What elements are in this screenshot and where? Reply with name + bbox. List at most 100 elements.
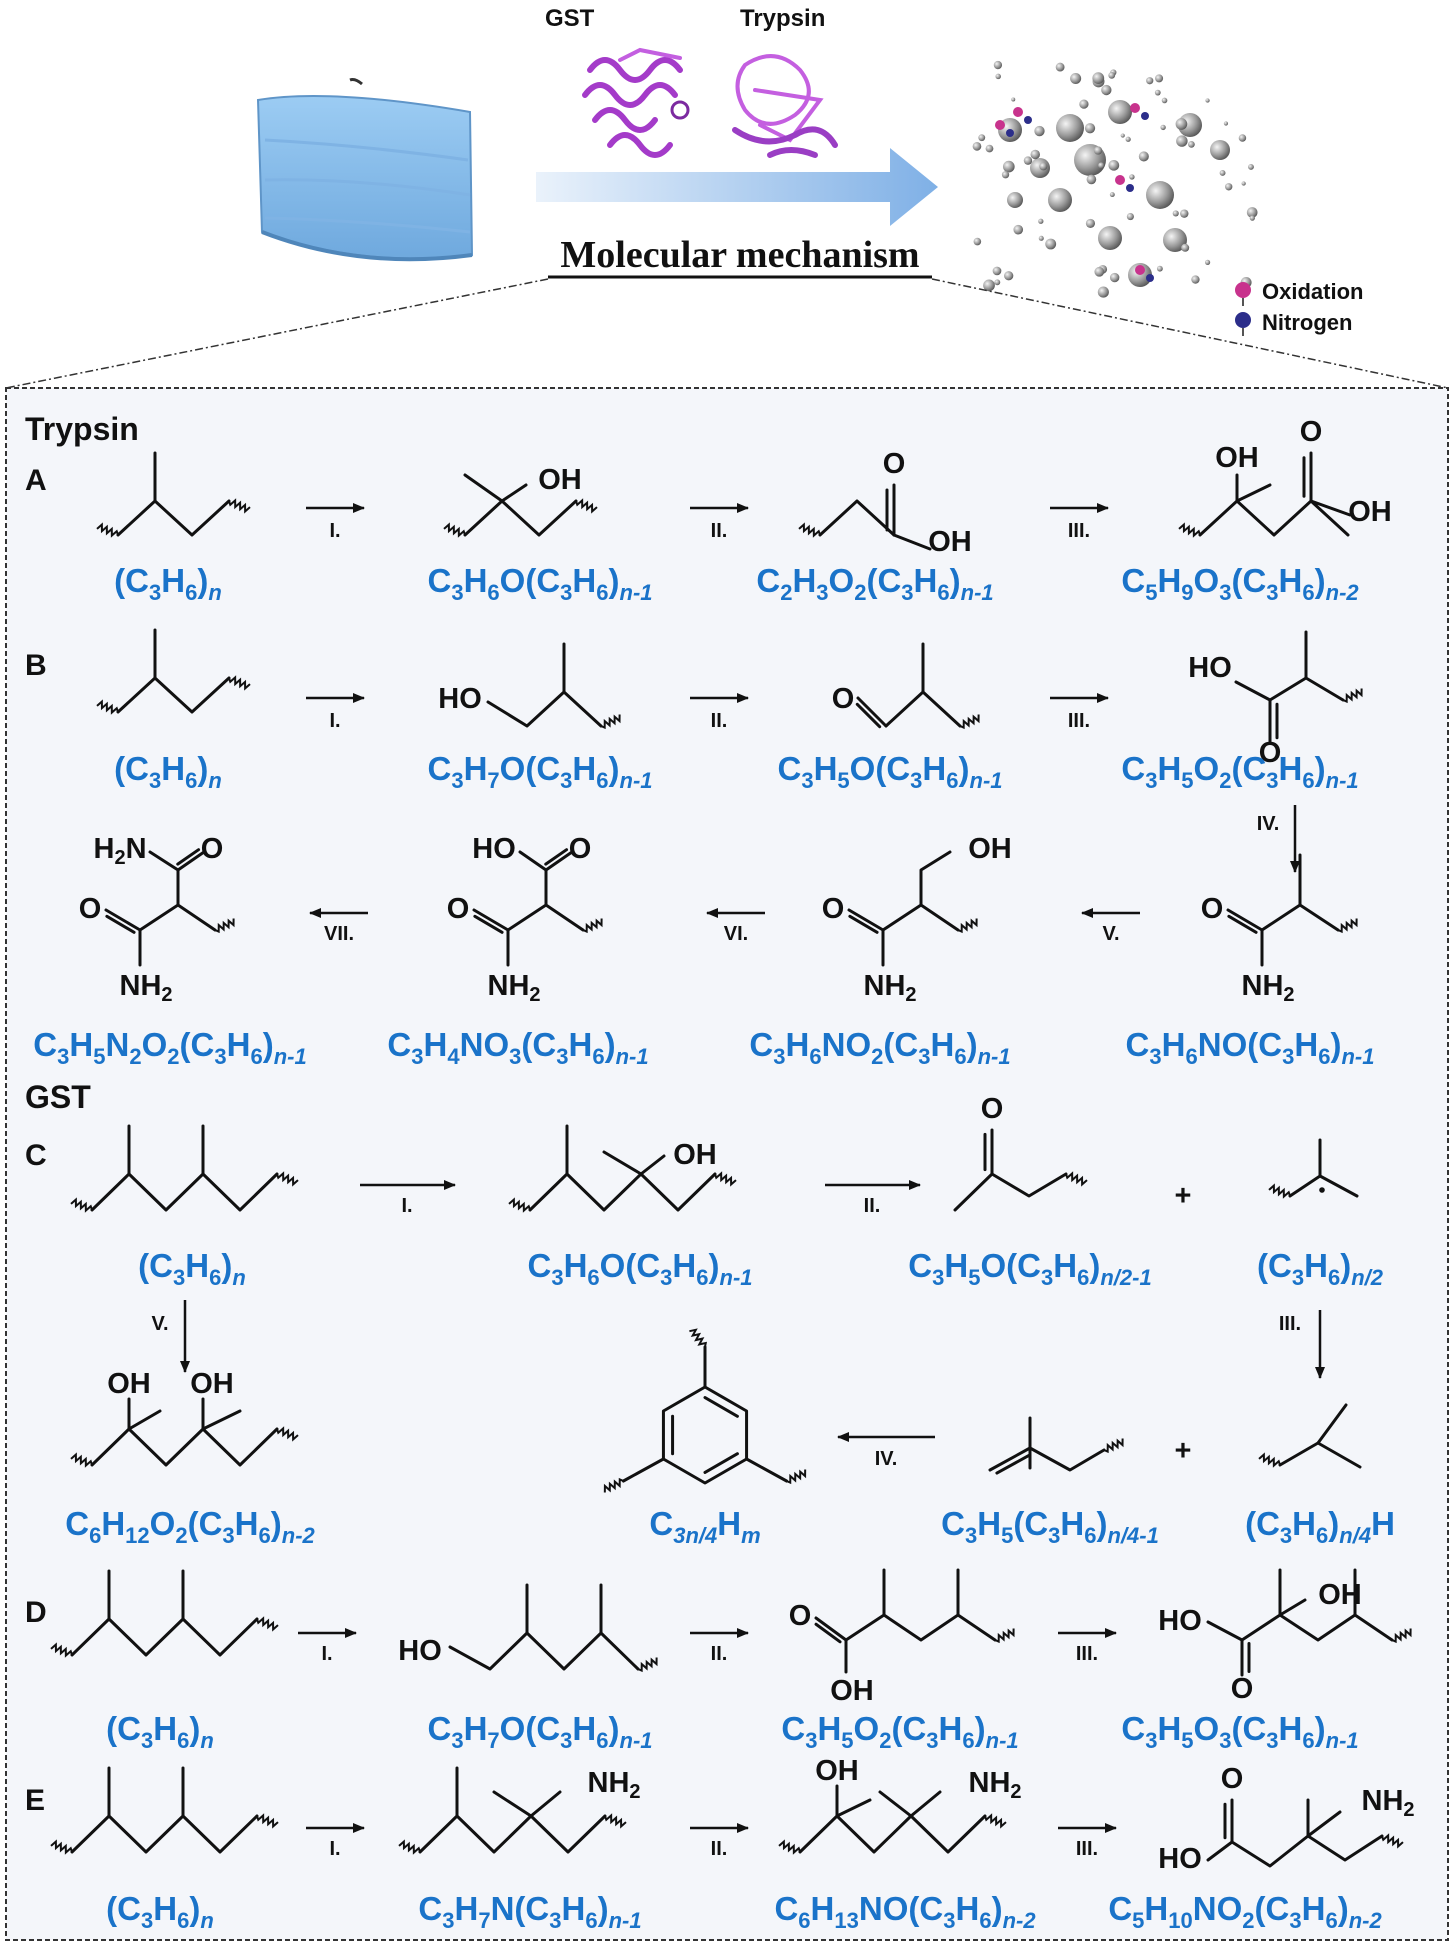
zoom-line-left bbox=[5, 278, 549, 389]
step-label: III. bbox=[1076, 1643, 1098, 1665]
radical-dot bbox=[1319, 1187, 1325, 1193]
bond bbox=[1240, 1613, 1394, 1642]
wavy-bond bbox=[582, 918, 603, 934]
formula-c-4: (C3H6)n/2 bbox=[1257, 1247, 1384, 1290]
formula-c-2: C3H6O(C3H6)n-1 bbox=[527, 1247, 752, 1290]
panel-letter-b: B bbox=[25, 649, 47, 682]
atom-label-oh: OH bbox=[1318, 1579, 1362, 1611]
wavy-bond bbox=[96, 522, 119, 538]
formula-c-3: C3H5O(C3H6)n/2-1 bbox=[908, 1247, 1151, 1290]
panel-letter-c: C bbox=[25, 1139, 47, 1172]
bond bbox=[448, 1631, 640, 1671]
formula-c-6: C3H5(C3H6)n/4-1 bbox=[941, 1505, 1159, 1548]
atom-label-nh2: NH2 bbox=[1241, 970, 1294, 1006]
protein-label-gst: GST bbox=[545, 5, 595, 32]
formula-e-4: C5H10NO2(C3H6)n-2 bbox=[1108, 1890, 1382, 1933]
atom-label-oh: OH bbox=[107, 1368, 151, 1400]
wavy-bond bbox=[1103, 1438, 1124, 1454]
bond bbox=[814, 1616, 848, 1642]
step-label: III. bbox=[1076, 1838, 1098, 1860]
wavy-bond bbox=[70, 1197, 93, 1213]
wavy-bond bbox=[228, 498, 251, 514]
wavy-bond bbox=[276, 1426, 299, 1442]
step-label: V. bbox=[151, 1313, 168, 1335]
panel-letter-a: A bbox=[25, 464, 47, 497]
bond bbox=[602, 1150, 643, 1176]
wavy-bond bbox=[1065, 1171, 1088, 1187]
formula-a-4: C5H9O3(C3H6)n-2 bbox=[1121, 562, 1359, 605]
bond bbox=[492, 1790, 533, 1818]
formula-e-3: C6H13NO(C3H6)n-2 bbox=[774, 1890, 1036, 1933]
atom-label-oh: OH bbox=[538, 464, 582, 496]
wavy-bond bbox=[398, 1839, 421, 1855]
formula-b-4: C3H5O2(C3H6)n-1 bbox=[1121, 750, 1358, 793]
bond bbox=[878, 1790, 913, 1818]
atom-label-o: O bbox=[569, 833, 592, 865]
bond bbox=[116, 499, 231, 537]
formula-a-3: C2H3O2(C3H6)n-1 bbox=[756, 562, 993, 605]
formula-d-1: (C3H6)n bbox=[106, 1710, 214, 1753]
atom-label-o: O bbox=[447, 893, 470, 925]
atom-label-nh2: NH2 bbox=[119, 970, 172, 1006]
step-label: III. bbox=[1068, 710, 1090, 732]
formula-b-5: C3H6NO(C3H6)n-1 bbox=[1126, 1026, 1375, 1069]
bond bbox=[127, 1409, 162, 1431]
wavy-bond bbox=[689, 1328, 708, 1348]
bond bbox=[90, 1172, 279, 1212]
formula-e-1: (C3H6)n bbox=[106, 1890, 214, 1933]
wavy-bond bbox=[508, 1197, 531, 1213]
plus-sign: + bbox=[1175, 1180, 1192, 1212]
formula-d-4: C3H5O3(C3H6)n-1 bbox=[1121, 1710, 1358, 1753]
wavy-bond bbox=[575, 498, 598, 514]
atom-label-o: O bbox=[1300, 416, 1323, 448]
bond bbox=[70, 1617, 259, 1657]
atom-label-oh: OH bbox=[968, 833, 1012, 865]
protein-label-trypsin: Trypsin bbox=[740, 5, 825, 32]
atom-label-o: O bbox=[1259, 737, 1282, 769]
legend-oxidation: Oxidation bbox=[1262, 279, 1363, 304]
step-label: V. bbox=[1102, 923, 1119, 945]
formula-a-1: (C3H6)n bbox=[114, 562, 222, 605]
wavy-bond bbox=[1381, 1833, 1404, 1849]
bond bbox=[661, 1385, 749, 1485]
wavy-bond bbox=[959, 714, 980, 730]
wavy-bond bbox=[276, 1171, 299, 1187]
bond bbox=[892, 533, 932, 551]
formula-c-8: C6H12O2(C3H6)n-2 bbox=[65, 1505, 315, 1548]
process-arrow bbox=[536, 148, 938, 226]
bond bbox=[818, 499, 896, 537]
wavy-bond bbox=[443, 522, 466, 538]
bond bbox=[814, 1622, 842, 1644]
bond bbox=[105, 914, 136, 934]
panel-letter-e: E bbox=[25, 1784, 45, 1817]
atom-label-o: O bbox=[79, 893, 102, 925]
formula-a-2: C3H6O(C3H6)n-1 bbox=[427, 562, 652, 605]
step-label: I. bbox=[329, 1838, 340, 1860]
atom-label-ho: HO bbox=[472, 833, 516, 865]
bond bbox=[621, 1457, 665, 1483]
bond bbox=[529, 1790, 562, 1818]
wavy-bond bbox=[1268, 1183, 1291, 1199]
atom-label-o: O bbox=[832, 683, 855, 715]
bond bbox=[798, 1814, 987, 1854]
bond bbox=[1309, 499, 1352, 517]
wavy-bond bbox=[70, 1452, 93, 1468]
legend: Oxidation Nitrogen bbox=[1235, 279, 1363, 336]
wavy-bond bbox=[1391, 1628, 1412, 1644]
bond bbox=[486, 690, 603, 728]
panel-letter-d: D bbox=[25, 1596, 47, 1629]
step-label: III. bbox=[1279, 1313, 1301, 1335]
bond bbox=[463, 473, 504, 503]
atom-label-oh: OH bbox=[830, 1675, 874, 1707]
bond bbox=[703, 1452, 739, 1474]
atom-label-o: O bbox=[981, 1093, 1004, 1125]
atom-label-oh: OH bbox=[928, 526, 972, 558]
wavy-bond bbox=[600, 714, 621, 730]
bond bbox=[639, 1154, 666, 1176]
formula-b-7: C3H4NO3(C3H6)n-1 bbox=[387, 1026, 648, 1069]
atom-label-nh2: NH2 bbox=[1361, 1785, 1414, 1821]
zoom-line-right bbox=[931, 278, 1449, 389]
atom-label-oh: OH bbox=[673, 1139, 717, 1171]
step-label: II. bbox=[711, 1643, 728, 1665]
bond bbox=[1278, 1598, 1307, 1617]
